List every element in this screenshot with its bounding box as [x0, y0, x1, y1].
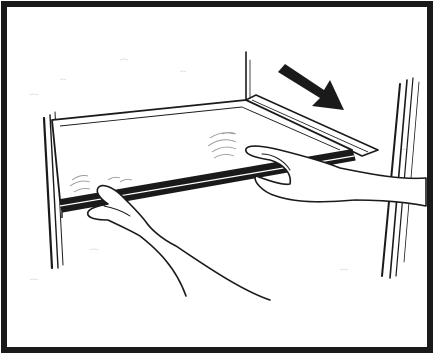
illustration-canvas [0, 0, 434, 354]
illustration-figure [0, 0, 434, 354]
